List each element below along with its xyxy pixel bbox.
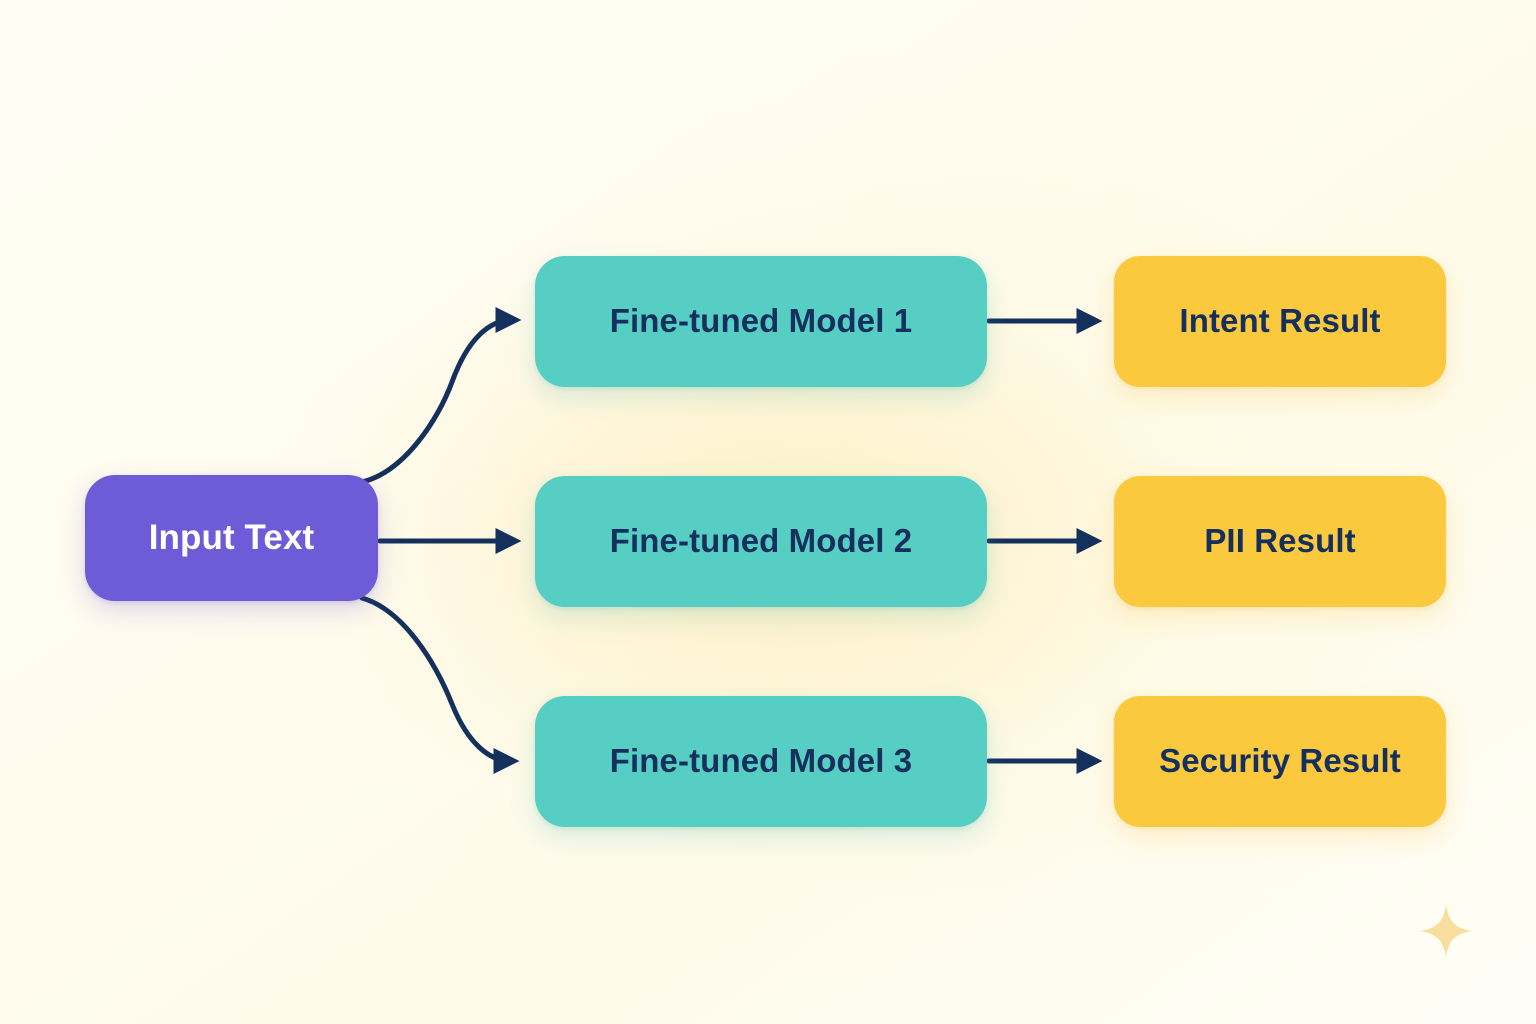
node-input-text-label: Input Text [148,517,315,557]
node-intent-result-label: Intent Result [1179,302,1381,340]
edge-input-to-model-1 [359,307,522,485]
node-intent-result[interactable]: Intent Result [1114,256,1446,387]
edge-input-to-model-3 [359,595,520,774]
node-input-text[interactable]: Input Text [85,475,378,601]
node-pii-result-label: PII Result [1204,522,1356,560]
node-security-result-label: Security Result [1159,742,1401,780]
node-fine-tuned-model-3[interactable]: Fine-tuned Model 3 [535,696,987,827]
node-security-result[interactable]: Security Result [1114,696,1446,827]
node-fine-tuned-model-1[interactable]: Fine-tuned Model 1 [535,256,987,387]
node-fine-tuned-model-2[interactable]: Fine-tuned Model 2 [535,476,987,607]
node-fine-tuned-model-3-label: Fine-tuned Model 3 [609,742,913,780]
node-pii-result[interactable]: PII Result [1114,476,1446,607]
sparkle-icon [1420,905,1472,957]
node-fine-tuned-model-2-label: Fine-tuned Model 2 [609,522,913,560]
node-fine-tuned-model-1-label: Fine-tuned Model 1 [609,302,913,340]
